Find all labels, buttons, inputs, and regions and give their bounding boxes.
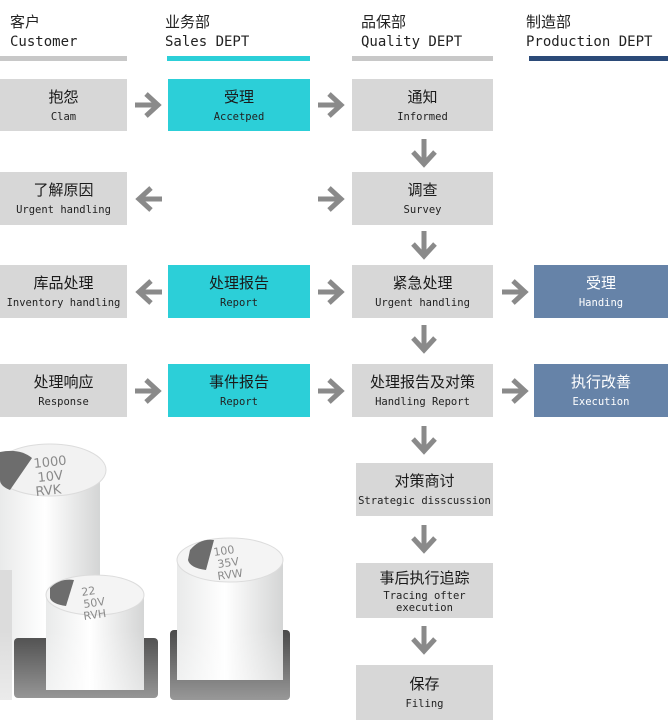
arrow-right-icon	[498, 375, 530, 407]
box-accepted: 受理 Accetped	[168, 79, 310, 131]
box-handling-report-quality: 处理报告及对策 Handling Report	[352, 364, 493, 417]
capacitor-medium-line2: 35V	[217, 555, 241, 571]
box-execute-improvement: 执行改善 Execution	[534, 364, 668, 417]
arrow-right-icon	[131, 375, 163, 407]
arrow-right-icon	[314, 89, 346, 121]
arrow-right-icon	[498, 276, 530, 308]
header-customer-en: Customer	[10, 34, 78, 50]
box-handling-production-zh: 受理	[585, 274, 616, 292]
capacitor-photo: 1000 10V RVK 22 50V RVH 100 35V RVW	[0, 443, 300, 727]
box-survey-en: Survey	[403, 204, 442, 216]
header-production-zh: 制造部	[526, 13, 572, 31]
box-execute-improvement-zh: 执行改善	[570, 373, 631, 391]
box-response-en: Response	[38, 396, 89, 408]
box-handling-report-sales: 处理报告 Report	[168, 265, 310, 318]
capacitor-large-line2: 10V	[37, 468, 64, 486]
box-complaint: 抱怨 Clam	[0, 79, 127, 131]
box-understand-cause-zh: 了解原因	[33, 181, 94, 199]
box-handling-production-en: Handing	[578, 297, 624, 309]
capacitor-large-line1: 1000	[33, 454, 67, 472]
header-sales-zh: 业务部	[165, 13, 211, 31]
header-production: 制造部 Production DEPT	[526, 12, 668, 52]
box-strategic-discussion-zh: 对策商讨	[394, 472, 455, 490]
arrow-left-icon	[134, 276, 166, 308]
box-strategic-discussion-en: Strategic disscussion	[358, 495, 491, 507]
box-survey-zh: 调查	[407, 181, 438, 199]
box-tracing-execution-zh: 事后执行追踪	[379, 568, 470, 587]
box-urgent-handling-en: Urgent handling	[375, 297, 470, 309]
box-informed-en: Informed	[397, 110, 448, 123]
header-customer-zh: 客户	[10, 13, 41, 31]
header-quality: 品保部 Quality DEPT	[361, 12, 511, 52]
box-tracing-execution-en: Tracing ofter execution	[383, 589, 466, 614]
box-handling-report-quality-zh: 处理报告及对策	[369, 373, 475, 391]
box-handling-production: 受理 Handing	[534, 265, 668, 318]
box-handling-report-sales-en: Report	[220, 297, 258, 309]
capacitor-large-line3: RVK	[35, 482, 63, 500]
box-understand-cause: 了解原因 Urgent handling	[0, 172, 127, 225]
header-customer-bar	[0, 56, 127, 61]
box-tracing-execution: 事后执行追踪 Tracing ofter execution	[356, 563, 493, 618]
arrow-left-icon	[134, 183, 166, 215]
header-sales: 业务部 Sales DEPT	[165, 12, 315, 52]
box-filing-en: Filing	[405, 698, 444, 710]
box-complaint-zh: 抱怨	[48, 87, 79, 106]
box-inventory-handling: 库品处理 Inventory handling	[0, 265, 127, 318]
header-production-en: Production DEPT	[526, 34, 653, 50]
arrow-down-icon	[408, 523, 440, 555]
capacitor-medium-line3: RVW	[217, 567, 244, 583]
capacitor-small-line2: 50V	[83, 595, 107, 611]
box-incident-report: 事件报告 Report	[168, 364, 310, 417]
capacitor-medium-line1: 100	[213, 543, 236, 559]
box-understand-cause-en: Urgent handling	[16, 204, 111, 216]
box-accepted-en: Accetped	[213, 110, 265, 123]
box-inventory-handling-zh: 库品处理	[33, 274, 94, 292]
box-urgent-handling-zh: 紧急处理	[392, 274, 453, 292]
capacitor-small-line1: 22	[81, 584, 97, 599]
box-filing: 保存 Filing	[356, 665, 493, 720]
arrow-down-icon	[408, 229, 440, 261]
header-quality-bar	[352, 56, 493, 61]
header-customer: 客户 Customer	[10, 12, 160, 52]
box-filing-zh: 保存	[409, 675, 440, 693]
box-response: 处理响应 Response	[0, 364, 127, 417]
header-quality-en: Quality DEPT	[361, 34, 463, 50]
capacitor-small-line3: RVH	[83, 607, 107, 623]
box-execute-improvement-en: Execution	[572, 396, 630, 408]
box-accepted-zh: 受理	[223, 87, 254, 106]
header-sales-bar	[167, 56, 310, 61]
box-complaint-en: Clam	[50, 110, 77, 123]
box-strategic-discussion: 对策商讨 Strategic disscussion	[356, 463, 493, 516]
box-handling-report-quality-en: Handling Report	[375, 396, 470, 408]
box-incident-report-en: Report	[220, 396, 258, 408]
box-urgent-handling: 紧急处理 Urgent handling	[352, 265, 493, 318]
photo-fade-overlay	[0, 630, 300, 727]
arrow-right-icon	[314, 276, 346, 308]
arrow-right-icon	[314, 183, 346, 215]
header-production-bar	[529, 56, 668, 61]
arrow-right-icon	[131, 89, 163, 121]
box-handling-report-sales-zh: 处理报告	[208, 274, 269, 292]
arrow-down-icon	[408, 137, 440, 169]
box-response-zh: 处理响应	[33, 373, 94, 391]
box-survey: 调查 Survey	[352, 172, 493, 225]
box-informed: 通知 Informed	[352, 79, 493, 131]
header-quality-zh: 品保部	[361, 13, 407, 31]
arrow-down-icon	[408, 424, 440, 456]
arrow-down-icon	[408, 323, 440, 355]
box-inventory-handling-en: Inventory handling	[6, 297, 121, 309]
header-sales-en: Sales DEPT	[165, 34, 250, 50]
box-incident-report-zh: 事件报告	[208, 373, 269, 391]
arrow-right-icon	[314, 375, 346, 407]
arrow-down-icon	[408, 624, 440, 656]
box-informed-zh: 通知	[407, 87, 438, 106]
